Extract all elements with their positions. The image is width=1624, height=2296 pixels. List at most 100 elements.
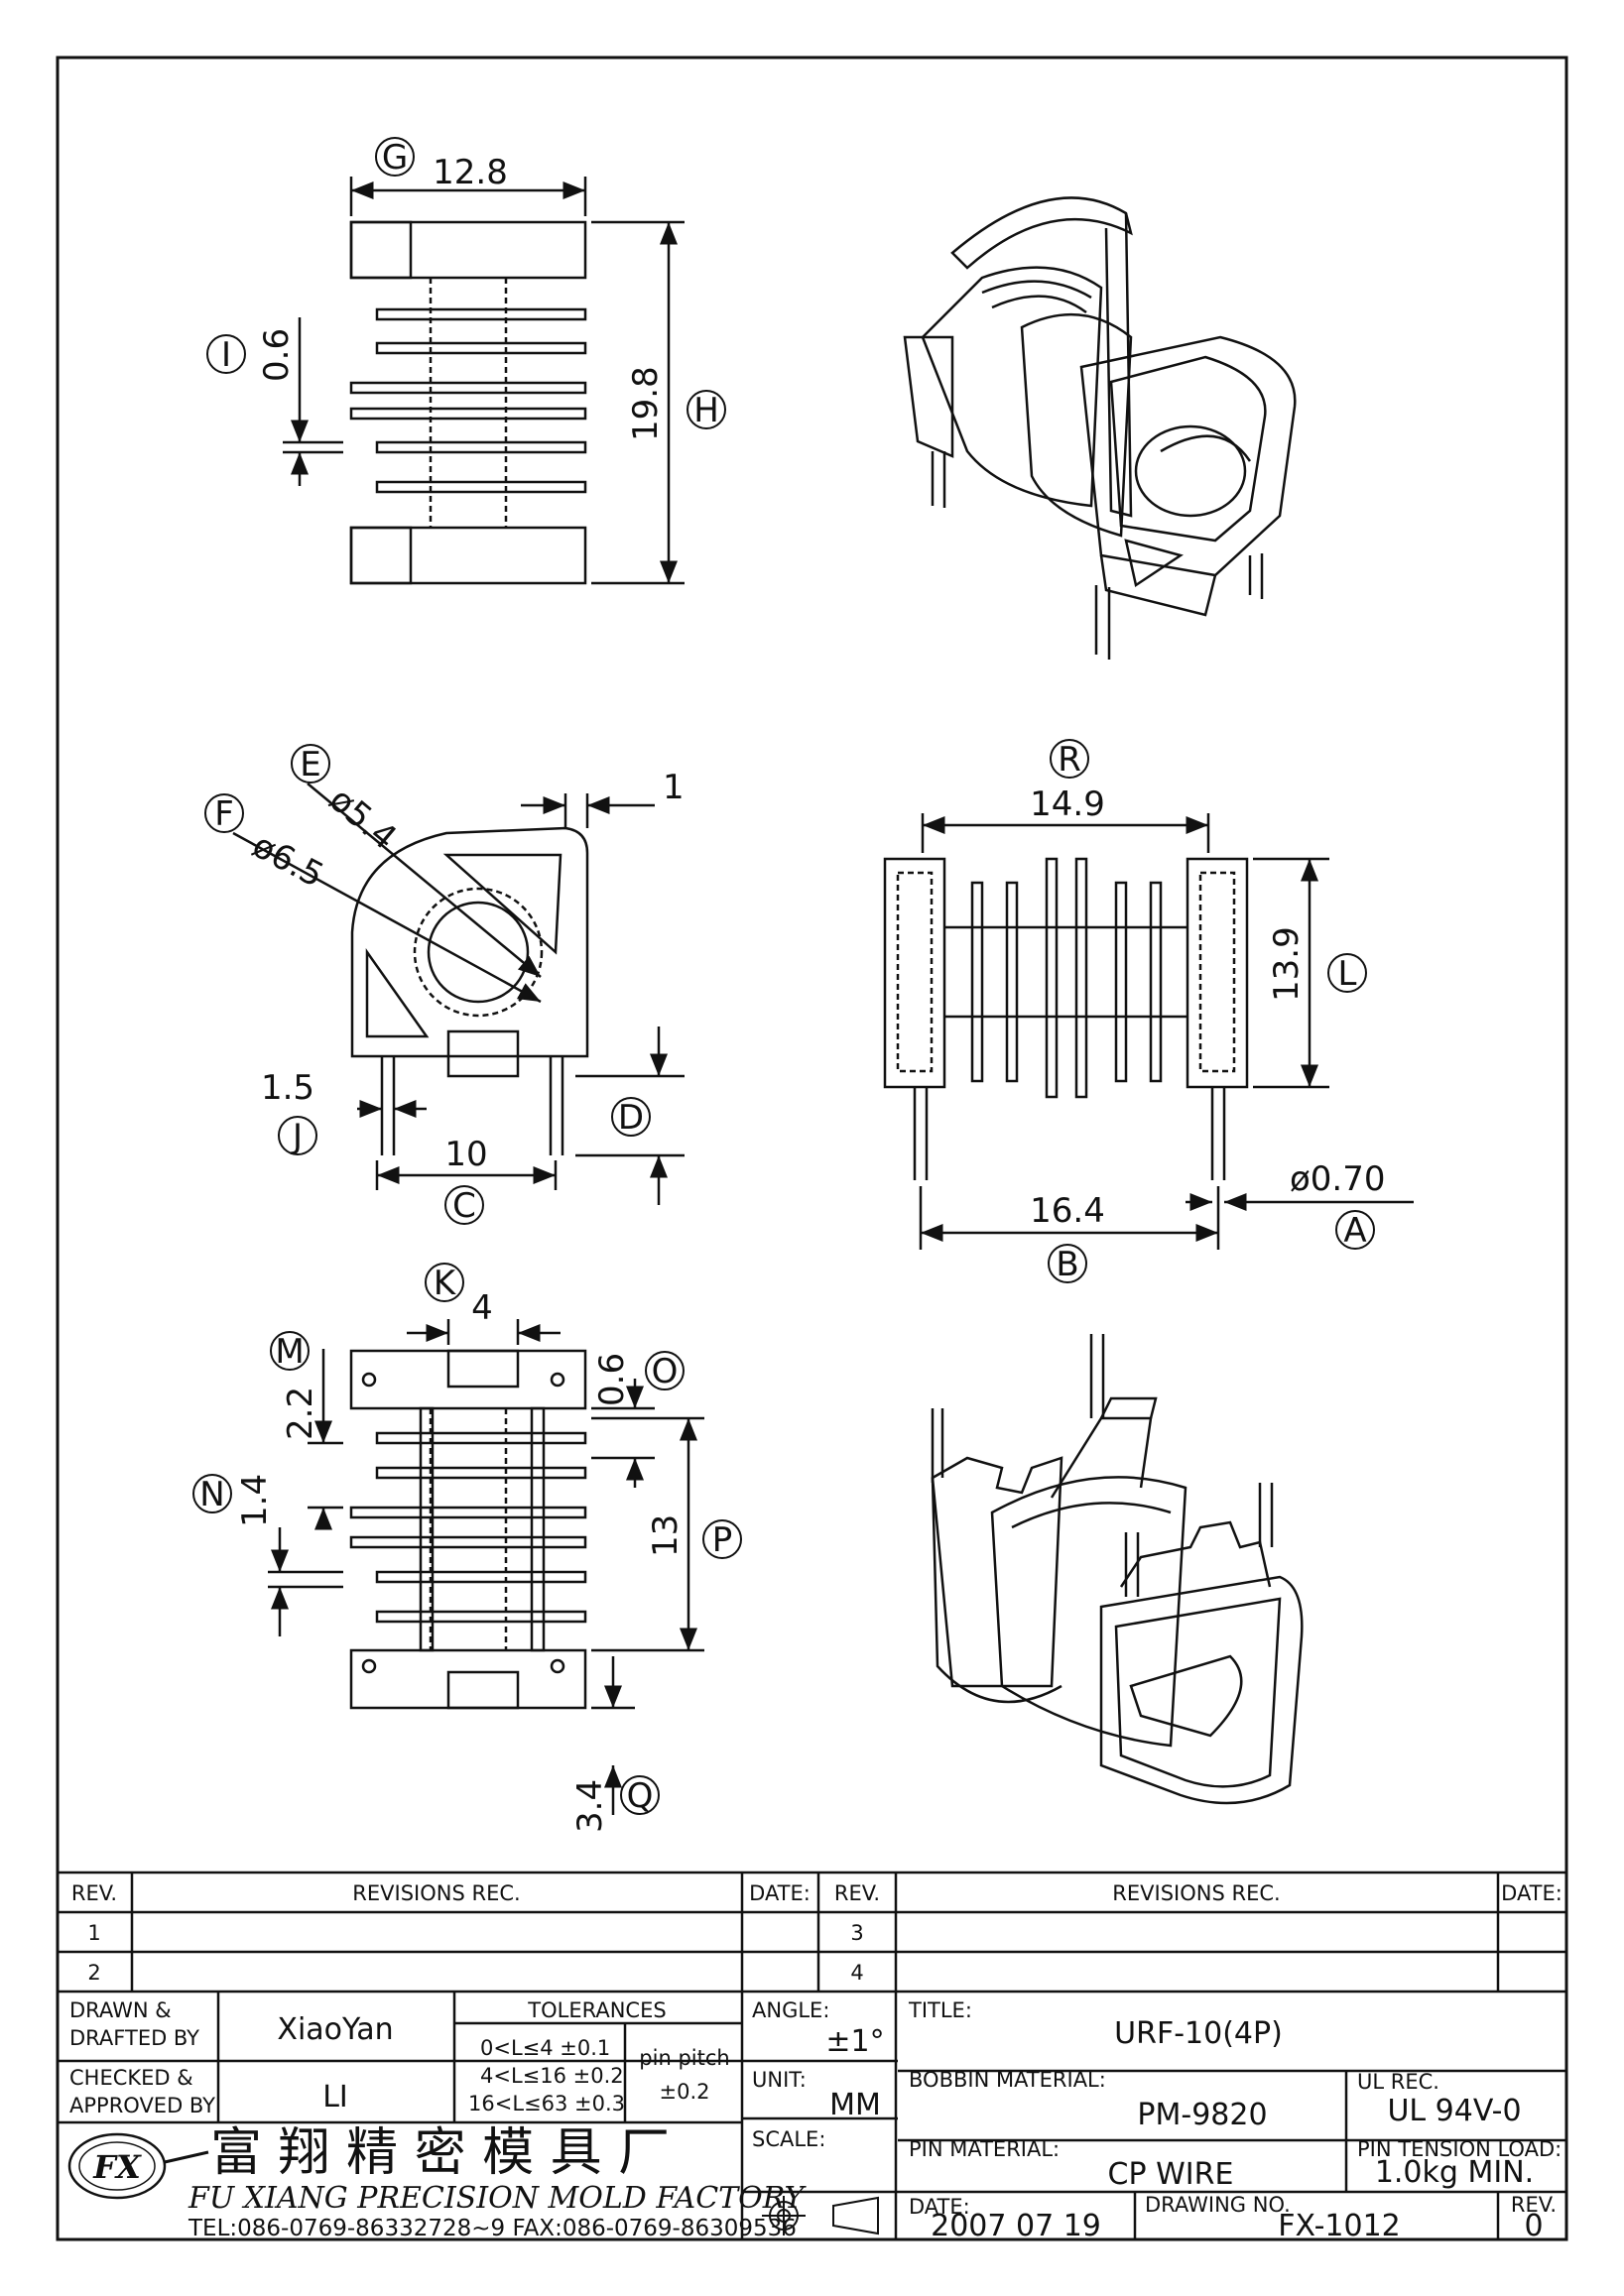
circle-N-icon: N xyxy=(192,1474,232,1514)
revisions-header-left: REVISIONS REC. xyxy=(352,1881,520,1905)
dim-E-value: ø5.4 xyxy=(321,780,404,858)
ul-rec-label: UL REC. xyxy=(1357,2070,1439,2094)
bobbin-material-label: BOBBIN MATERIAL: xyxy=(909,2068,1106,2092)
rev-header-right: REV. xyxy=(834,1881,880,1905)
date-header-left: DATE: xyxy=(749,1881,811,1905)
dim-K-value: 4 xyxy=(471,1288,493,1328)
circle-G-icon: G xyxy=(375,137,415,178)
revisions-header-right: REVISIONS REC. xyxy=(1112,1881,1280,1905)
scale-label: SCALE: xyxy=(752,2127,825,2151)
circle-C-icon: C xyxy=(444,1185,484,1226)
dim-H-value: 19.8 xyxy=(626,366,666,441)
dim-L-value: 13.9 xyxy=(1267,926,1307,1002)
drawn-value: XiaoYan xyxy=(277,2012,393,2047)
dim-O-value: 0.6 xyxy=(592,1353,632,1406)
svg-text:J: J xyxy=(291,1117,303,1156)
dim-J-value: 1.5 xyxy=(261,1068,314,1108)
circle-R-icon: R xyxy=(1050,739,1089,780)
bobbin-material-value: PM-9820 xyxy=(1137,2098,1267,2132)
rev-row-1: 1 xyxy=(87,1921,100,1945)
circle-B-icon: B xyxy=(1048,1244,1087,1284)
drawing-no-label: DRAWING NO. xyxy=(1145,2193,1291,2217)
rev-row-4: 4 xyxy=(850,1961,863,1985)
dim-G-value: 12.8 xyxy=(433,153,508,192)
pin-material-label: PIN MATERIAL: xyxy=(909,2137,1060,2161)
dim-offset-value: 1 xyxy=(663,768,685,807)
top-view xyxy=(283,177,685,585)
unit-value: MM xyxy=(829,2088,881,2122)
title-value: URF-10(4P) xyxy=(1114,2016,1283,2051)
dim-Q-value: 3.4 xyxy=(570,1779,610,1833)
svg-text:O: O xyxy=(652,1352,679,1391)
circle-I-icon: I xyxy=(206,334,246,375)
date-header-right: DATE: xyxy=(1501,1881,1562,1905)
dim-A-value: ø0.70 xyxy=(1290,1159,1386,1199)
svg-text:B: B xyxy=(1056,1245,1078,1284)
tolerance-row-1: 0<L≤4 ±0.1 xyxy=(480,2036,610,2060)
circle-F-icon: F xyxy=(204,793,244,834)
rev-label: REV. xyxy=(1511,2193,1557,2217)
dim-P-value: 13 xyxy=(646,1514,686,1557)
circle-O-icon: O xyxy=(645,1351,685,1391)
svg-text:D: D xyxy=(618,1098,644,1138)
svg-text:G: G xyxy=(382,138,408,178)
dim-F-value: ø6.5 xyxy=(246,826,330,896)
svg-text:Q: Q xyxy=(627,1776,654,1816)
side-view xyxy=(883,813,1414,1250)
svg-text:R: R xyxy=(1058,740,1081,780)
circle-P-icon: P xyxy=(702,1519,742,1560)
company-name-en: FU XIANG PRECISION MOLD FACTORY xyxy=(187,2181,807,2216)
circle-Q-icon: Q xyxy=(620,1775,660,1816)
svg-text:N: N xyxy=(199,1475,224,1514)
rev-value: 0 xyxy=(1524,2209,1543,2243)
projection-symbol-icon xyxy=(762,2196,879,2236)
svg-text:M: M xyxy=(275,1332,304,1372)
bottom-view xyxy=(268,1319,704,1815)
svg-text:A: A xyxy=(1343,1211,1366,1251)
svg-text:FX: FX xyxy=(92,2148,142,2186)
angle-value: ±1° xyxy=(825,2024,884,2059)
pin-tension-label: PIN TENSION LOAD: xyxy=(1357,2137,1562,2161)
date-label: DATE: xyxy=(909,2195,970,2219)
drawn-label-text: DRAWN &DRAFTED BY xyxy=(69,1998,199,2050)
tolerances-header: TOLERANCES xyxy=(527,1998,666,2022)
angle-label: ANGLE: xyxy=(752,1998,829,2022)
checked-value: LI xyxy=(322,2080,348,2115)
circle-D-icon: D xyxy=(611,1097,651,1138)
end-view xyxy=(232,783,685,1205)
svg-text:C: C xyxy=(452,1186,476,1226)
rev-row-3: 3 xyxy=(850,1921,863,1945)
circle-J-icon: J xyxy=(278,1116,317,1156)
company-contact: TEL:086-0769-86332728~9 FAX:086-0769-863… xyxy=(187,2216,797,2241)
pin-pitch-value: ±0.2 xyxy=(660,2080,710,2104)
date-value: 2007 07 19 xyxy=(931,2209,1101,2243)
svg-text:H: H xyxy=(693,391,719,430)
checked-label-text: CHECKED &APPROVED BY xyxy=(69,2066,215,2117)
dim-C-value: 10 xyxy=(444,1135,487,1174)
isometric-view-bottom xyxy=(931,1334,1304,1805)
company-logo: FX xyxy=(67,2132,209,2200)
ul-rec-value: UL 94V-0 xyxy=(1387,2094,1521,2128)
isometric-view-top xyxy=(903,196,1297,660)
dim-M-value: 2.2 xyxy=(281,1387,320,1440)
svg-text:P: P xyxy=(712,1520,733,1560)
dim-B-value: 16.4 xyxy=(1030,1191,1105,1231)
tolerance-row-2: 4<L≤16 ±0.2 xyxy=(480,2064,624,2088)
tolerance-row-3: 16<L≤63 ±0.3 xyxy=(468,2092,625,2115)
svg-text:I: I xyxy=(221,335,231,375)
dim-I-value: 0.6 xyxy=(257,328,297,382)
svg-text:E: E xyxy=(300,745,320,785)
title-block-grid xyxy=(58,1871,1566,2239)
rev-row-2: 2 xyxy=(87,1961,100,1985)
svg-text:L: L xyxy=(1338,954,1357,994)
pin-material-value: CP WIRE xyxy=(1108,2157,1234,2192)
drawing-no-value: FX-1012 xyxy=(1278,2209,1401,2243)
circle-A-icon: A xyxy=(1335,1210,1375,1251)
dim-N-value: 1.4 xyxy=(235,1474,275,1527)
dim-R-value: 14.9 xyxy=(1030,785,1105,824)
sheet-border xyxy=(56,56,1568,2241)
circle-L-icon: L xyxy=(1327,953,1367,994)
company-name-cn: 富 翔 精 密 模 具 厂 xyxy=(210,2123,670,2183)
svg-text:K: K xyxy=(434,1264,457,1303)
